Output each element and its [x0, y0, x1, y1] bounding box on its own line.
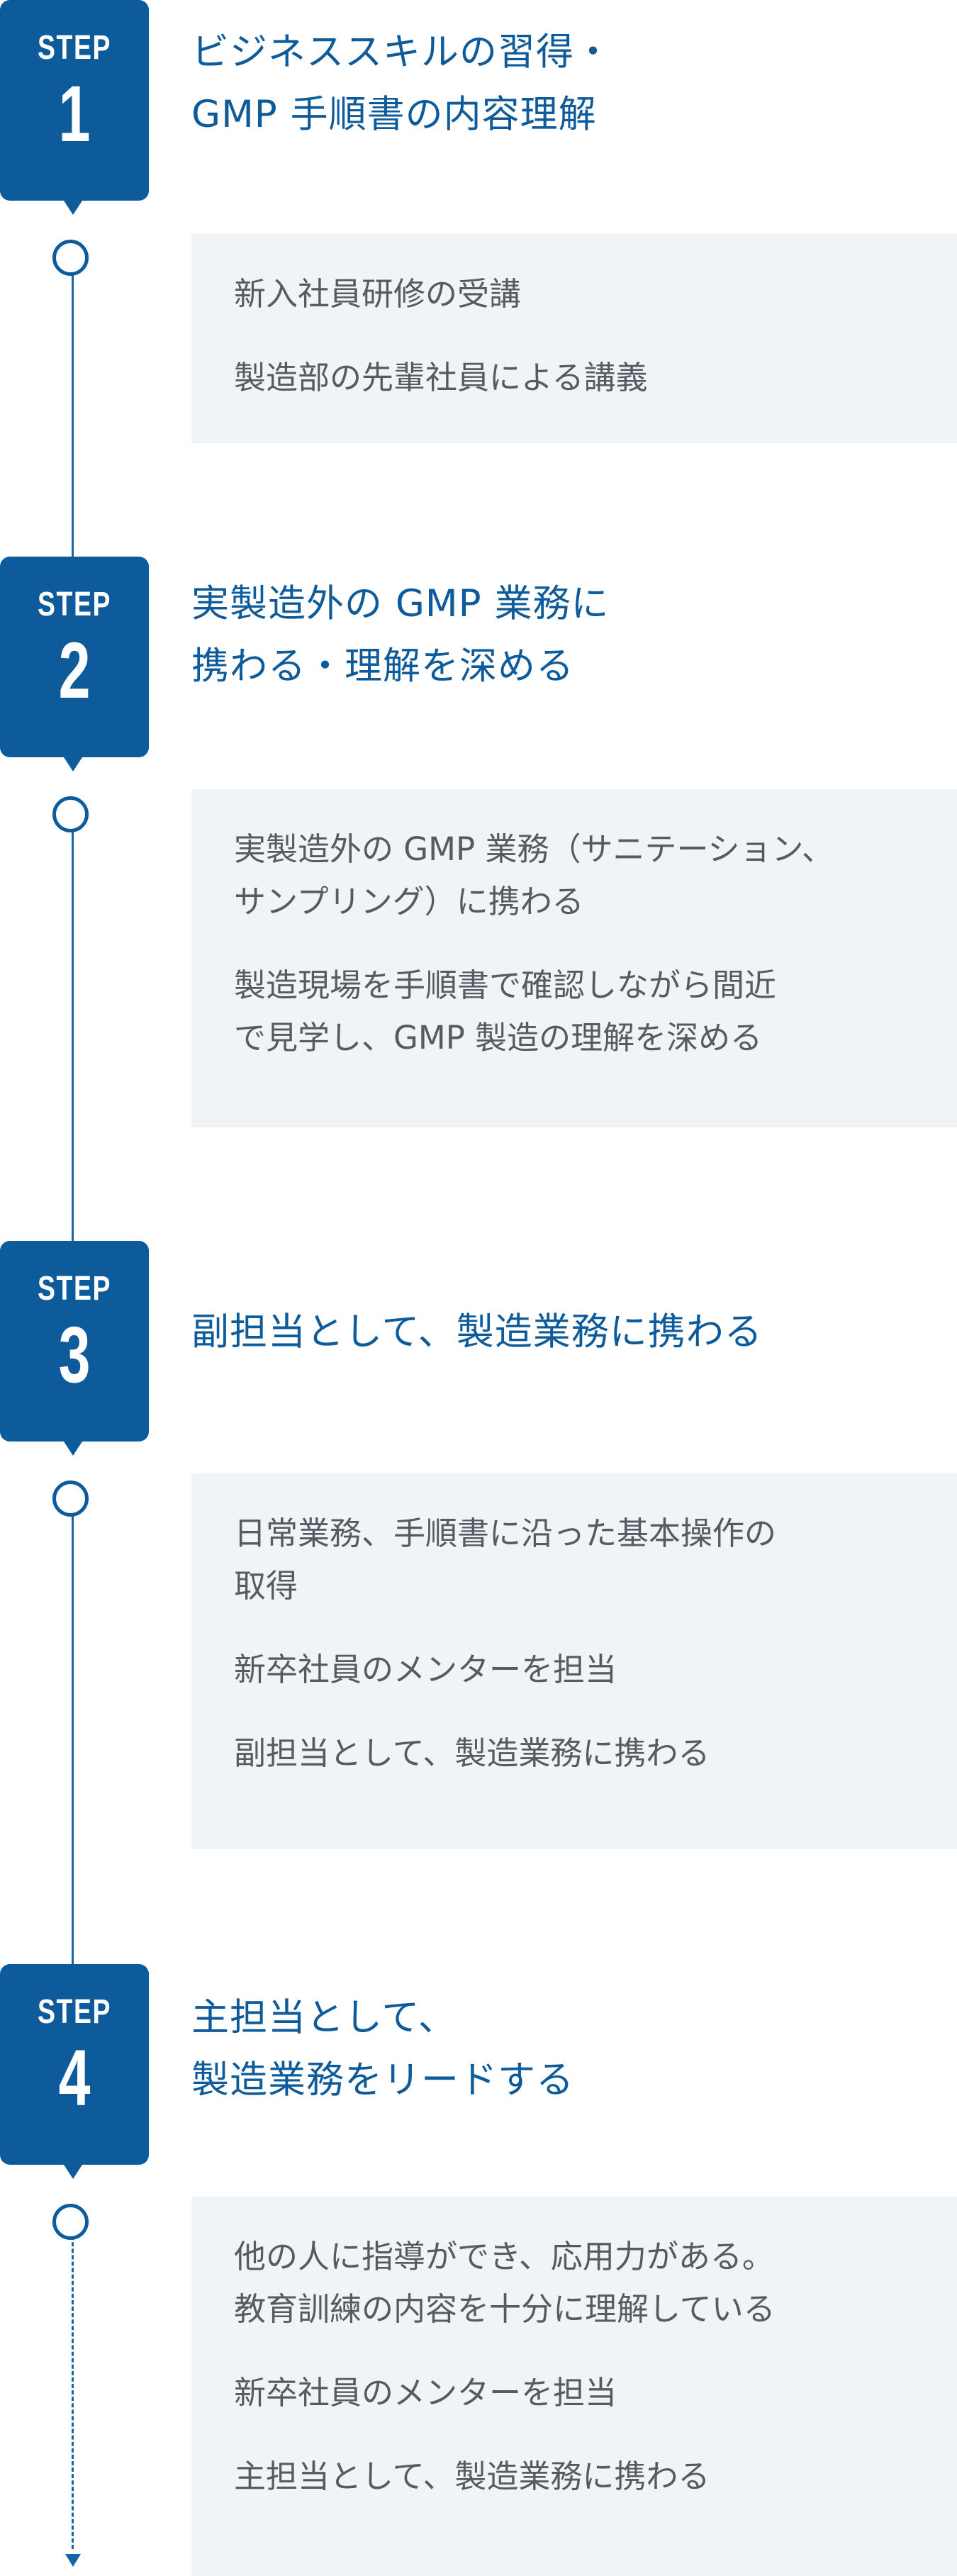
detail-item: 製造現場を手順書で確認しながら間近 で見学し、GMP 製造の理解を深める: [234, 959, 914, 1064]
timeline-line-3: [72, 1496, 74, 1971]
detail-item: 新卒社員のメンターを担当: [234, 1644, 914, 1696]
detail-line: 他の人に指導ができ、応用力がある。: [234, 2238, 774, 2275]
detail-line: 副担当として、製造業務に携わる: [234, 1734, 710, 1772]
step-number: 4: [58, 2034, 91, 2122]
step-title: ビジネススキルの習得・ GMP 手順書の内容理解: [191, 21, 612, 146]
step-title-line: 製造業務をリードする: [191, 2058, 574, 2102]
detail-item: 製造部の先輩社員による講義: [234, 352, 914, 404]
detail-item: 日常業務、手順書に沿った基本操作の 取得: [234, 1507, 914, 1612]
step-details: 実製造外の GMP 業務（サニテーション、 サンプリング）に携わる 製造現場を手…: [191, 789, 957, 1127]
detail-line: 実製造外の GMP 業務（サニテーション、: [234, 830, 834, 868]
step-title: 副担当として、製造業務に携わる: [191, 1301, 763, 1364]
detail-item: 主担当として、製造業務に携わる: [234, 2450, 914, 2503]
step-label: STEP: [37, 1993, 112, 2031]
step-badge-2: STEP 2: [0, 557, 149, 771]
step-details: 新入社員研修の受講 製造部の先輩社員による講義: [191, 234, 957, 443]
timeline-line-2: [72, 812, 74, 1244]
step-title-line: 主担当として、: [191, 1996, 457, 2039]
step-title-line: 副担当として、製造業務に携わる: [191, 1310, 763, 1354]
timeline-circle-icon: [52, 240, 89, 276]
timeline-circle-icon: [52, 796, 89, 832]
detail-item: 実製造外の GMP 業務（サニテーション、 サンプリング）に携わる: [234, 823, 914, 928]
step-details: 日常業務、手順書に沿った基本操作の 取得 新卒社員のメンターを担当 副担当として…: [191, 1473, 957, 1849]
detail-item: 副担当として、製造業務に携わる: [234, 1727, 914, 1780]
step-title: 実製造外の GMP 業務に 携わる・理解を深める: [191, 573, 609, 698]
detail-line: で見学し、GMP 製造の理解を深める: [234, 1019, 763, 1056]
detail-line: 製造部の先輩社員による講義: [234, 359, 648, 396]
detail-line: サンプリング）に携わる: [234, 883, 584, 920]
step-title-line: 携わる・理解を深める: [191, 645, 574, 688]
step-label: STEP: [37, 586, 112, 623]
timeline-circle-icon: [52, 1481, 89, 1517]
step-details: 他の人に指導ができ、応用力がある。 教育訓練の内容を十分に理解している 新卒社員…: [191, 2197, 957, 2576]
detail-item: 新卒社員のメンターを担当: [234, 2367, 914, 2419]
detail-line: 教育訓練の内容を十分に理解している: [234, 2290, 776, 2328]
detail-item: 新入社員研修の受講: [234, 268, 914, 320]
step-title-line: GMP 手順書の内容理解: [191, 93, 597, 136]
detail-line: 新入社員研修の受講: [234, 275, 522, 313]
step-title-line: ビジネススキルの習得・: [191, 30, 612, 74]
detail-line: 新卒社員のメンターを担当: [234, 1651, 617, 1688]
detail-line: 主担当として、製造業務に携わる: [234, 2458, 710, 2495]
step-badge-3: STEP 3: [0, 1241, 149, 1456]
step-label: STEP: [37, 1270, 112, 1307]
step-label: STEP: [37, 29, 112, 67]
step-number: 2: [58, 626, 91, 715]
step-number: 3: [58, 1310, 91, 1399]
detail-line: 取得: [234, 1567, 298, 1605]
step-badge-1: STEP 1: [0, 0, 149, 215]
detail-line: 日常業務、手順書に沿った基本操作の: [234, 1515, 777, 1552]
detail-line: 製造現場を手順書で確認しながら間近: [234, 966, 777, 1004]
timeline-line-1: [72, 255, 74, 560]
step-badge-4: STEP 4: [0, 1964, 149, 2179]
step-title-line: 実製造外の GMP 業務に: [191, 582, 610, 625]
detail-line: 新卒社員のメンターを担当: [234, 2374, 617, 2411]
step-number: 1: [58, 69, 91, 158]
timeline-dashed-end: [72, 2223, 74, 2549]
detail-item: 他の人に指導ができ、応用力がある。 教育訓練の内容を十分に理解している: [234, 2231, 914, 2336]
timeline-arrow-down-icon: [65, 2554, 81, 2567]
step-title: 主担当として、 製造業務をリードする: [191, 1987, 574, 2112]
timeline-circle-icon: [52, 2204, 89, 2240]
